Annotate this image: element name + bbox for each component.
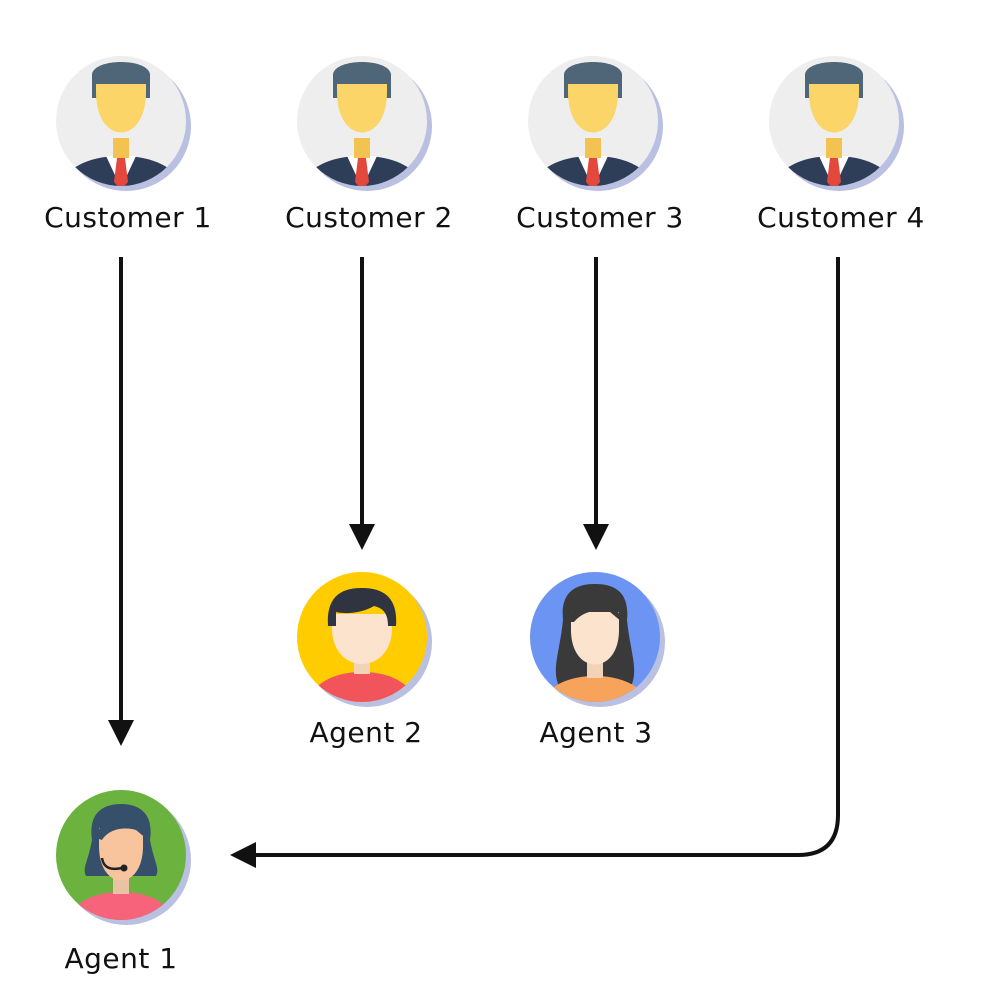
customer-3-avatar xyxy=(528,56,663,191)
businessman-avatar-icon xyxy=(56,62,186,186)
customer-1-avatar xyxy=(56,56,191,191)
customer-2-avatar xyxy=(297,56,432,191)
customer-4-avatar xyxy=(769,56,904,191)
customer-1-label: Customer 1 xyxy=(44,201,212,234)
male-agent-avatar-icon xyxy=(300,588,424,702)
businessman-avatar-icon xyxy=(528,62,658,186)
customer-3-label: Customer 3 xyxy=(516,201,684,234)
arrowhead xyxy=(108,720,134,746)
agent-1-avatar xyxy=(56,790,191,925)
agent-3-avatar xyxy=(530,572,665,707)
businessman-avatar-icon xyxy=(297,62,427,186)
customer-4-label: Customer 4 xyxy=(757,201,925,234)
agent-2-label: Agent 2 xyxy=(309,716,423,749)
customer-2-label: Customer 2 xyxy=(285,201,453,234)
connector-customer1-agent1 xyxy=(108,257,134,746)
connector-customer3-agent3 xyxy=(583,257,609,550)
agent-1-label: Agent 1 xyxy=(64,942,178,975)
arrowhead xyxy=(583,524,609,550)
businessman-avatar-icon xyxy=(769,62,899,186)
female-agent-avatar-icon xyxy=(533,584,657,702)
headset-agent-avatar-icon xyxy=(59,804,183,920)
agent-2-avatar xyxy=(297,572,432,707)
arrowhead xyxy=(230,842,256,868)
arrowhead xyxy=(349,524,375,550)
connector-customer2-agent2 xyxy=(349,257,375,550)
agent-3-label: Agent 3 xyxy=(539,716,653,749)
connector-customer4-agent1 xyxy=(230,257,840,868)
